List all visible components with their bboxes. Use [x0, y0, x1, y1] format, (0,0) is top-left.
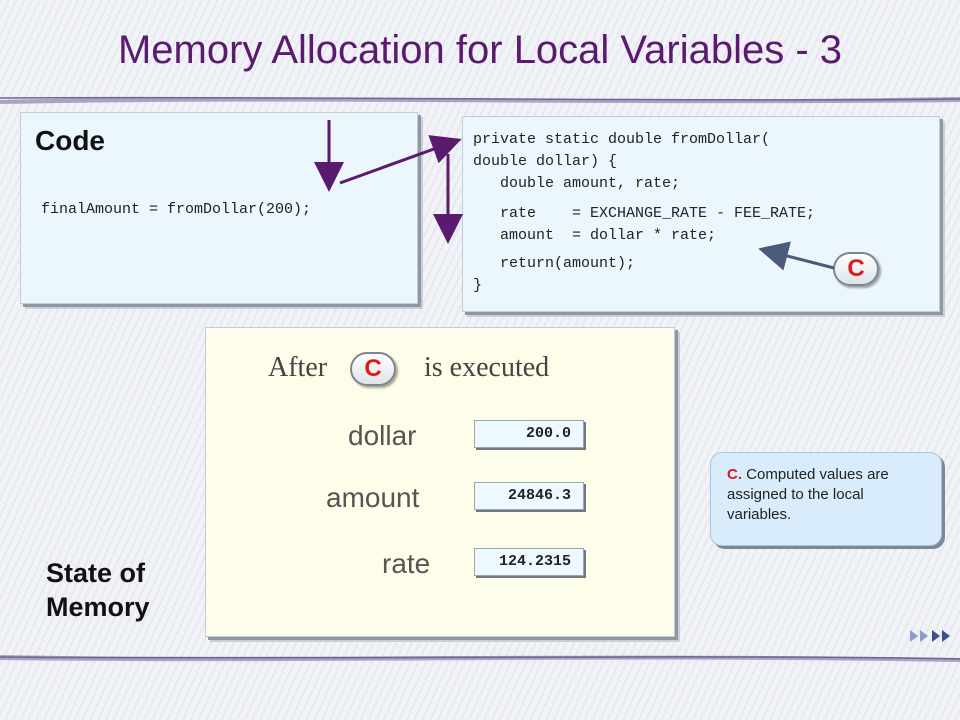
- next-slide-arrows-icon[interactable]: [908, 628, 954, 644]
- callout-text: Computed values are assigned to the loca…: [727, 466, 889, 523]
- code-heading: Code: [35, 125, 105, 156]
- after-label: After: [268, 352, 328, 383]
- marker-c-badge-memory: C: [350, 352, 396, 386]
- method-line-rate-assign: rate = EXCHANGE_RATE - FEE_RATE;: [473, 205, 816, 222]
- marker-c-badge-code: C: [833, 252, 879, 286]
- state-label-line-2: Memory: [46, 592, 150, 622]
- value-box-rate: 124.2315: [474, 548, 584, 576]
- top-brush-stroke: [0, 96, 960, 104]
- is-executed-label: is executed: [424, 352, 550, 383]
- method-line-declaration: double amount, rate;: [473, 175, 681, 192]
- value-box-amount: 24846.3: [474, 482, 584, 510]
- method-panel: private static double fromDollar( double…: [462, 116, 940, 312]
- callout-key: C.: [727, 466, 742, 483]
- bottom-brush-stroke: [0, 655, 960, 662]
- state-label-line-1: State of: [46, 558, 146, 588]
- method-line-param: double dollar) {: [473, 153, 618, 170]
- method-line-return: return(amount);: [473, 255, 636, 272]
- method-line-close-brace: }: [473, 277, 483, 294]
- explanation-callout: C. Computed values are assigned to the l…: [710, 452, 942, 546]
- var-label-amount: amount: [326, 482, 420, 513]
- state-of-memory-label: State of Memory: [46, 556, 150, 624]
- code-panel: Code finalAmount = fromDollar(200);: [20, 112, 418, 304]
- var-label-rate: rate: [382, 548, 431, 579]
- var-label-dollar: dollar: [348, 420, 417, 451]
- call-statement: finalAmount = fromDollar(200);: [41, 201, 312, 218]
- value-box-dollar: 200.0: [474, 420, 584, 448]
- method-line-amount-assign: amount = dollar * rate;: [473, 227, 717, 244]
- memory-panel: After C is executed dollar 200.0 amount …: [205, 327, 675, 637]
- method-line-signature: private static double fromDollar(: [473, 131, 771, 148]
- slide-title: Memory Allocation for Local Variables - …: [117, 28, 843, 72]
